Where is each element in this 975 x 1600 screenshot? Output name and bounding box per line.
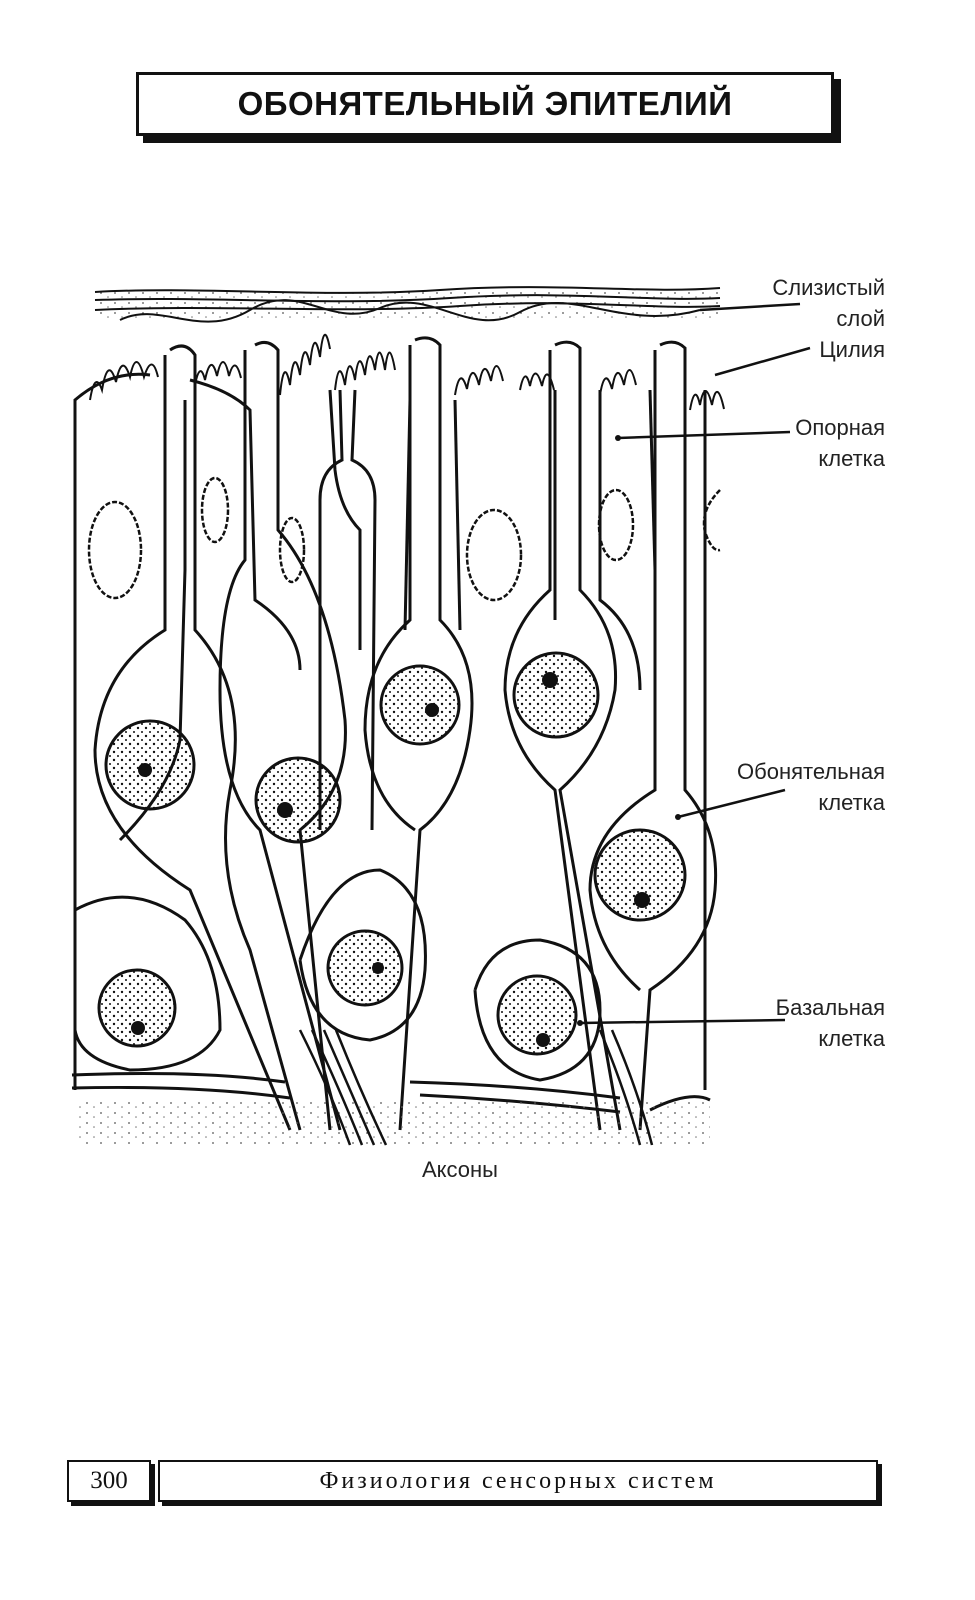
label-olfactory-cell: Обонятельная клетка: [737, 759, 885, 815]
olfactory-cells: [93, 336, 718, 1131]
leader-olfactory: [677, 788, 786, 819]
footer-bar: Физиология сенсорных систем: [158, 1460, 878, 1502]
epithelium-illustration: [71, 286, 811, 1146]
page-number: 300: [67, 1460, 151, 1502]
page-title: ОБОНЯТЕЛЬНЫЙ ЭПИТЕЛИЙ: [237, 85, 733, 122]
title-box: ОБОНЯТЕЛЬНЫЙ ЭПИТЕЛИЙ: [136, 72, 834, 136]
olfactory-nuclei: [104, 651, 687, 922]
mucus-layer: [94, 286, 721, 323]
leader-basal: [579, 1018, 786, 1025]
basal-cells: [73, 868, 602, 1082]
leader-lines: [579, 302, 811, 1025]
label-support-cell: Опорная клетка: [795, 415, 885, 471]
label-cilia: Цилия: [819, 337, 885, 362]
leader-cilia: [714, 346, 811, 377]
axon-bundle: [298, 1029, 654, 1146]
leader-mucus: [699, 302, 801, 312]
label-axons: Аксоны: [422, 1157, 498, 1182]
cilia: [89, 334, 725, 411]
label-basal-cell: Базальная клетка: [775, 995, 885, 1051]
olfactory-epithelium-diagram: Слизистый слой Цилия Опорная клетка Обон…: [0, 270, 975, 1182]
nucleoli: [138, 672, 650, 908]
leader-support: [617, 430, 791, 440]
support-nuclei: [87, 476, 721, 602]
basal-nuclei: [97, 929, 578, 1056]
basement-membrane: [71, 1072, 711, 1145]
label-mucus-layer: Слизистый слой: [772, 275, 885, 331]
footer-book-title: Физиология сенсорных систем: [319, 1467, 717, 1494]
